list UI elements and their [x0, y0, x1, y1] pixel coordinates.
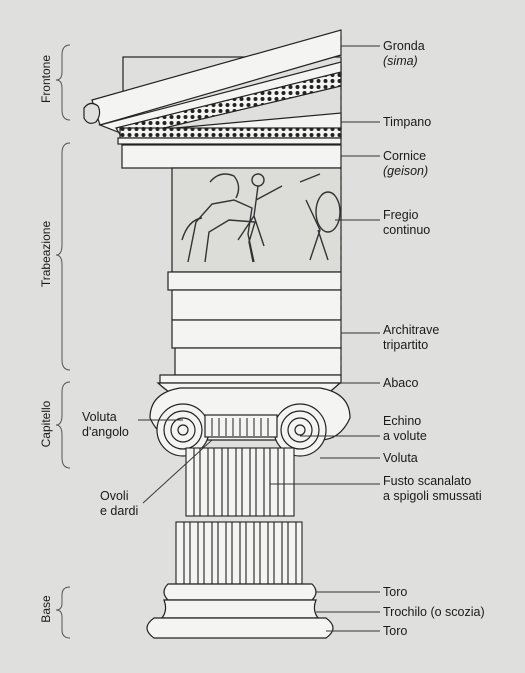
- label-echino: Echino a volute: [383, 414, 427, 444]
- label-trochilo: Trochilo (o scozia): [383, 605, 485, 619]
- label-voluta-angolo: Voluta d'angolo: [82, 410, 129, 440]
- label-echino-line1: Echino: [383, 414, 422, 428]
- label-ovoli-line1: Ovoli: [100, 489, 129, 503]
- pediment: [83, 29, 342, 145]
- label-echino-line2: a volute: [383, 429, 427, 443]
- label-cornice-line2: (geison): [383, 164, 429, 178]
- section-label-capitello: Capitello: [39, 400, 53, 448]
- label-toro-top: Toro: [383, 585, 408, 599]
- label-architrave-line2: tripartito: [383, 338, 429, 352]
- label-architrave: Architrave tripartito: [383, 323, 439, 353]
- section-brackets: [55, 44, 71, 639]
- section-label-frontone: Frontone: [39, 54, 53, 104]
- label-fregio: Fregio continuo: [383, 208, 430, 238]
- label-voluta: Voluta: [383, 451, 418, 465]
- label-voluta-angolo-line1: Voluta: [82, 410, 117, 424]
- label-fusto-line1: Fusto scanalato: [383, 474, 472, 488]
- capital: [149, 374, 351, 457]
- label-gronda-line1: Gronda: [383, 39, 425, 53]
- leader-lines: [138, 30, 380, 632]
- label-cornice: Cornice (geison): [383, 149, 428, 179]
- label-fregio-line2: continuo: [383, 223, 431, 237]
- label-fusto-line2: a spigoli smussati: [383, 489, 482, 503]
- label-cornice-line1: Cornice: [383, 149, 427, 163]
- section-label-trabeazione: Trabeazione: [39, 220, 53, 288]
- label-voluta-angolo-line2: d'angolo: [82, 425, 129, 439]
- shaft-upper: [185, 447, 295, 517]
- entablature: [121, 144, 342, 376]
- label-gronda: Gronda (sima): [383, 39, 425, 69]
- label-toro-bottom: Toro: [383, 624, 408, 638]
- label-fregio-line1: Fregio: [383, 208, 419, 222]
- label-abaco: Abaco: [383, 376, 419, 390]
- label-ovoli-line2: e dardi: [100, 504, 139, 518]
- shaft-lower: [175, 521, 303, 585]
- label-fusto: Fusto scanalato a spigoli smussati: [383, 474, 482, 504]
- column-base: [146, 583, 334, 639]
- section-label-base: Base: [39, 595, 53, 623]
- label-gronda-line2: (sima): [383, 54, 418, 68]
- label-architrave-line1: Architrave: [383, 323, 440, 337]
- label-ovoli: Ovoli e dardi: [100, 489, 138, 519]
- label-timpano: Timpano: [383, 115, 432, 129]
